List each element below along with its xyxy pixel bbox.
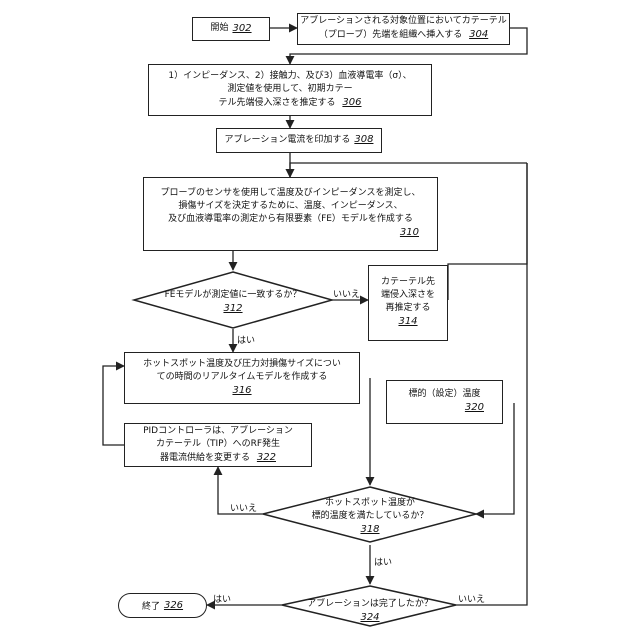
step-estimate-depth-box: 1）インピーダンス、2）接触力、及び3）血液導電率（σ）、 測定値を使用して、初… [148, 64, 432, 116]
step-304-line-1: アブレーションされる対象位置においてカテーテル [300, 15, 507, 28]
decision-hotspot-temperature: ホットスポット温度が 標的温度を満たしているか？ 318 [285, 497, 455, 538]
ref-326: 326 [164, 600, 183, 611]
step-314-line-2: 端侵入深さを [381, 289, 435, 302]
decision-318-line-1: ホットスポット温度が [285, 497, 455, 510]
step-306-line-3: テル先端侵入深さを推定する [219, 98, 336, 108]
step-310-line-2: 損傷サイズを決定するために、温度、インピーダンス、 [178, 200, 402, 213]
decision-312-label: FEモデルが測定値に一致するか？ [140, 289, 326, 302]
step-304-line-2: （プローブ）先端を組織へ挿入する [319, 30, 462, 40]
decision-fe-model-match: FEモデルが測定値に一致するか？ 312 [140, 289, 326, 317]
step-310-line-1: プローブのセンサを使用して温度及びインピーダンスを測定し、 [160, 187, 420, 200]
step-316-line-1: ホットスポット温度及び圧力対損傷サイズについ [143, 358, 341, 371]
step-320-label: 標的（設定）温度 [408, 388, 480, 401]
ref-320: 320 [465, 401, 484, 416]
step-308-label: アブレーション電流を印加する [225, 134, 351, 147]
step-314-line-1: カテーテル先 [381, 276, 435, 289]
ref-310: 310 [400, 226, 419, 241]
ref-324: 324 [292, 611, 448, 626]
ref-306: 306 [342, 97, 361, 108]
arrow-314-to-loop [448, 163, 527, 300]
step-316-line-2: ての時間のリアルタイムモデルを作成する [157, 371, 328, 384]
step-314-line-3: 再推定する [385, 302, 430, 315]
edge-label-318-yes: はい [374, 555, 392, 568]
ref-302: 302 [232, 22, 251, 37]
ref-312: 312 [140, 302, 326, 317]
decision-318-line-2: 標的温度を満たしているか？ [285, 510, 455, 523]
decision-ablation-complete: アブレーションは完了したか？ 324 [292, 598, 448, 626]
edge-label-324-no: いいえ [458, 592, 485, 605]
step-create-fe-model-box: プローブのセンサを使用して温度及びインピーダンスを測定し、 損傷サイズを決定する… [143, 177, 438, 251]
ref-304: 304 [469, 29, 488, 40]
step-pid-controller-box: PIDコントローラは、アブレーション カテーテル（TIP）へのRF発生 器電流供… [124, 423, 312, 467]
step-322-line-3: 器電流供給を変更する [160, 453, 250, 463]
end-label: 終了 [142, 599, 160, 612]
edge-label-324-yes: はい [213, 592, 231, 605]
ref-314: 314 [398, 315, 417, 330]
step-310-line-3: 及び血液導電率の測定から有限要素（FE）モデルを作成する [168, 213, 413, 226]
step-306-line-1: 1）インピーダンス、2）接触力、及び3）血液導電率（σ）、 [168, 70, 411, 83]
ref-322: 322 [257, 452, 276, 463]
target-temperature-box: 標的（設定）温度 320 [386, 380, 503, 424]
ref-318: 318 [285, 523, 455, 538]
ref-308: 308 [354, 133, 373, 148]
edge-label-312-no: いいえ [333, 287, 360, 300]
start-label: 開始 [210, 22, 228, 35]
arrow-loop-to-310 [290, 163, 527, 177]
step-322-line-2: カテーテル（TIP）へのRF発生 [156, 438, 280, 451]
start-box: 開始 302 [192, 17, 270, 41]
edge-label-318-no: いいえ [230, 501, 257, 514]
step-reestimate-depth-box: カテーテル先 端侵入深さを 再推定する 314 [368, 265, 448, 341]
ref-316: 316 [232, 384, 251, 399]
edge-label-312-yes: はい [237, 333, 255, 346]
step-realtime-model-box: ホットスポット温度及び圧力対損傷サイズについ ての時間のリアルタイムモデルを作成… [124, 352, 360, 404]
step-306-line-2: 測定値を使用して、初期カテー [227, 83, 352, 96]
step-322-line-1: PIDコントローラは、アブレーション [143, 425, 293, 438]
end-terminal: 終了 326 [118, 593, 207, 618]
step-apply-current-box: アブレーション電流を印加する 308 [216, 128, 382, 153]
arrow-322-to-316 [103, 366, 124, 445]
step-insert-catheter-box: アブレーションされる対象位置においてカテーテル （プローブ）先端を組織へ挿入する… [297, 13, 510, 45]
decision-324-label: アブレーションは完了したか？ [292, 598, 448, 611]
